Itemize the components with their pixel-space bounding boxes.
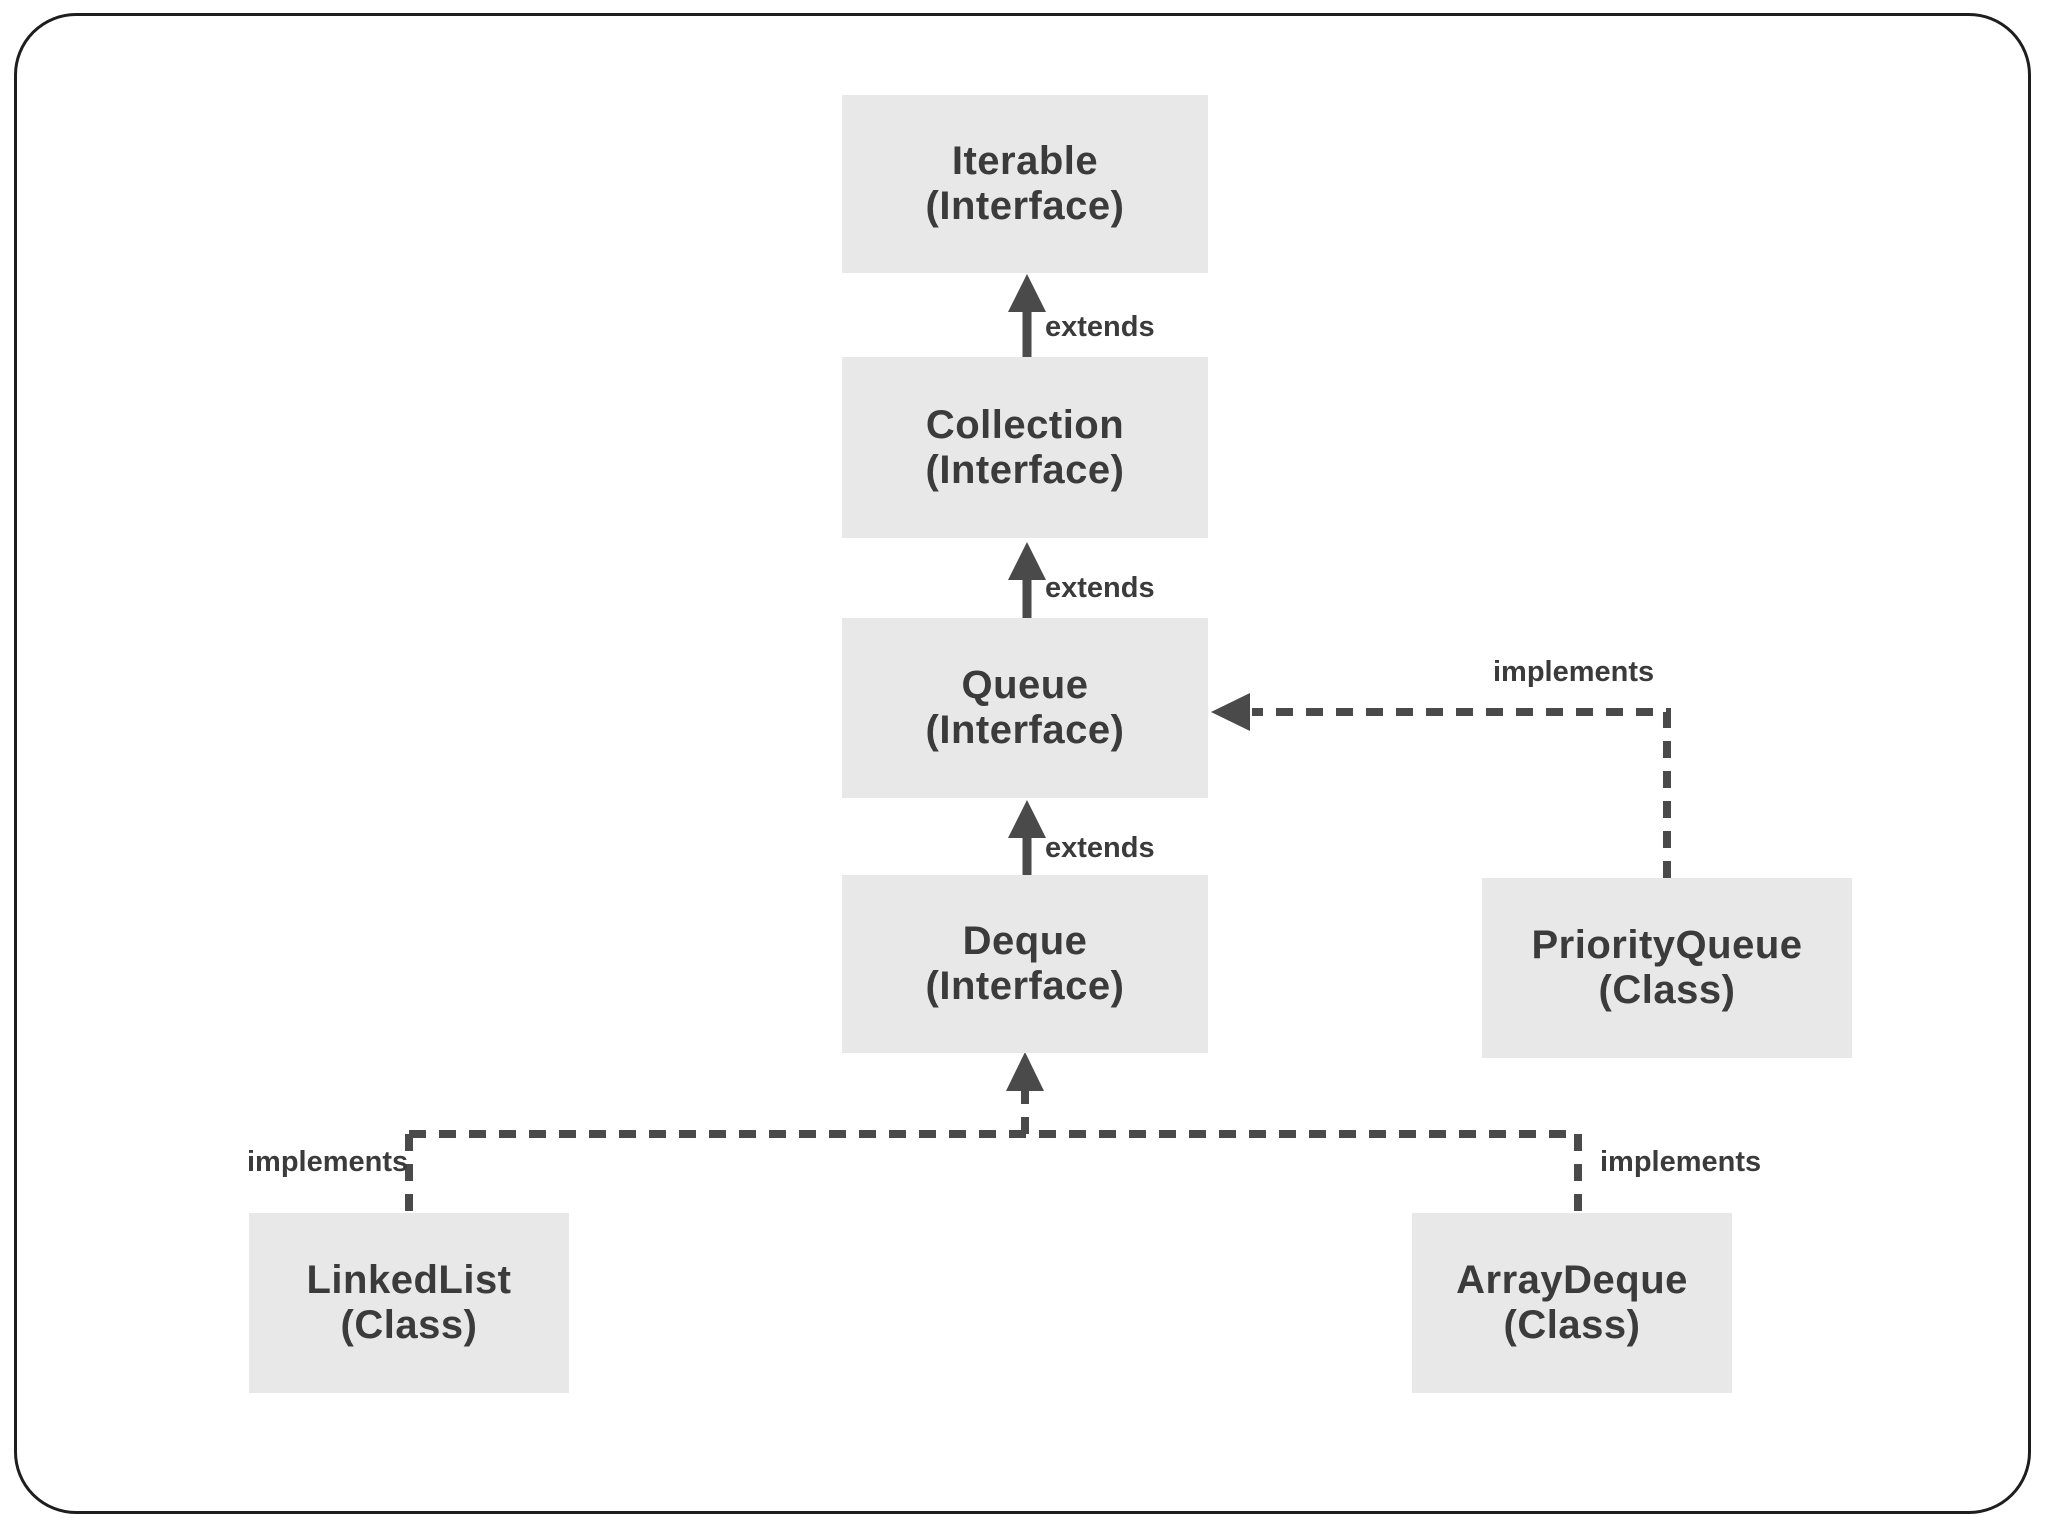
edge-label-extends-queue-collection: extends [1045,572,1155,604]
node-iterable-kind: (Interface) [925,184,1125,228]
node-queue-name: Queue [961,663,1089,708]
node-arraydeque: ArrayDeque (Class) [1412,1213,1732,1393]
node-iterable-name: Iterable [951,139,1099,184]
edge-bus-deque-arrowhead-icon [1006,1052,1044,1091]
node-priorityqueue-name: PriorityQueue [1531,923,1803,968]
node-linkedlist-kind: (Class) [340,1303,478,1347]
edge-label-extends-collection-iterable: extends [1045,311,1155,343]
node-queue-kind: (Interface) [925,708,1125,752]
edge-queue-collection-arrowhead-icon [1008,542,1046,580]
node-deque-kind: (Interface) [925,964,1125,1008]
edge-label-implements-arraydeque: implements [1600,1146,1762,1178]
edge-label-implements-linkedlist: implements [247,1146,409,1178]
node-collection: Collection (Interface) [842,357,1208,538]
edge-priorityqueue-queue-arrowhead-icon [1211,693,1250,731]
node-linkedlist: LinkedList (Class) [249,1213,569,1393]
node-priorityqueue: PriorityQueue (Class) [1482,878,1852,1058]
node-iterable: Iterable (Interface) [842,95,1208,273]
edge-collection-iterable-arrowhead-icon [1008,274,1046,312]
edge-label-implements-priorityqueue: implements [1493,656,1655,688]
node-arraydeque-name: ArrayDeque [1456,1258,1688,1303]
node-queue: Queue (Interface) [842,618,1208,798]
edge-label-extends-deque-queue: extends [1045,832,1155,864]
edge-priorityqueue-queue-line [1252,708,1671,878]
node-linkedlist-name: LinkedList [306,1258,512,1303]
edge-deque-queue-arrowhead-icon [1008,800,1046,838]
node-priorityqueue-kind: (Class) [1598,968,1736,1012]
node-deque: Deque (Interface) [842,875,1208,1053]
node-deque-name: Deque [962,919,1088,964]
node-collection-kind: (Interface) [925,447,1125,492]
node-collection-name: Collection [925,402,1125,447]
node-arraydeque-kind: (Class) [1503,1303,1641,1347]
